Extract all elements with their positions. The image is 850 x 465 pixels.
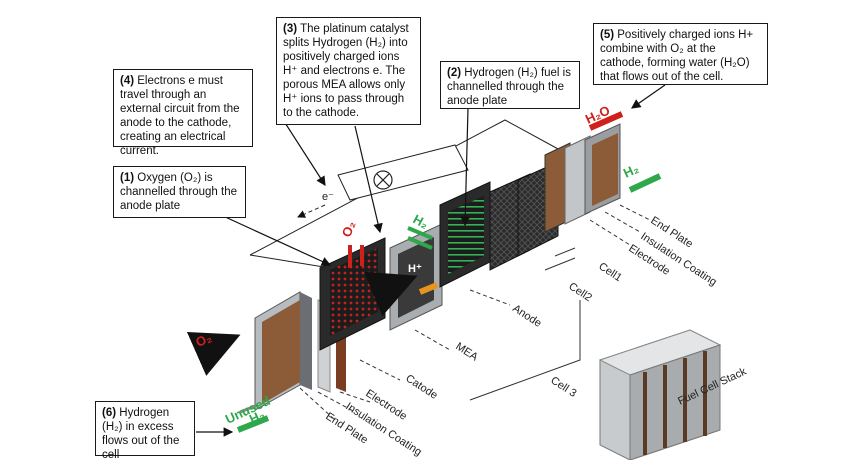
h2-mid-label: H₂ [411,211,432,231]
callout-pointers [196,84,666,437]
hydrogen-mid-arrow: H₂ [407,211,433,250]
callout-step-2: (2) Hydrogen (H₂) fuel is channelled thr… [440,61,580,109]
electron-label: e⁻ [322,191,334,203]
anode-label: Anode [510,302,543,329]
oxygen-left-arrow: O₂ [186,330,241,376]
mea-plate: H⁺ [364,223,443,331]
h-plus-label: H⁺ [408,263,422,275]
h2o-arrow: H₂O [583,102,624,131]
anode-plate [439,181,491,288]
o2-top-label: O₂ [339,219,359,239]
h2-right-label: H₂ [621,161,641,181]
cell-plates [489,123,621,271]
mea-label: MEA [453,340,480,363]
leader-lines [299,204,651,421]
external-circuit: e⁻ [249,119,561,269]
unused-h2-arrow: Unused H₂ [223,393,273,433]
catode-label: Catode [403,372,439,401]
cathode-plate [319,237,386,351]
cell1-label: Cell1 [596,260,624,284]
cell3-label: Cell 3 [548,374,578,399]
callout-step-6: (6) Hydrogen (H₂) in excess flows out of… [95,401,195,461]
callout-step-1: (1) Oxygen (O₂) is channelled through th… [113,166,246,218]
h2-out-label: H₂ [247,407,267,427]
callout-step-3: (3) The platinum catalyst splits Hydroge… [276,17,421,125]
callout-step-4: (4) Electrons e must travel through an e… [113,69,253,157]
fuel-cell-stack: Fuel Cell Stack [598,329,749,461]
callout-step-5: (5) Positively charged ions H+ combine w… [593,23,768,85]
hydrogen-right-arrow: H₂ [621,161,662,193]
oxygen-top-arrow: O₂ [339,219,364,268]
o2-left-label: O₂ [194,330,215,350]
